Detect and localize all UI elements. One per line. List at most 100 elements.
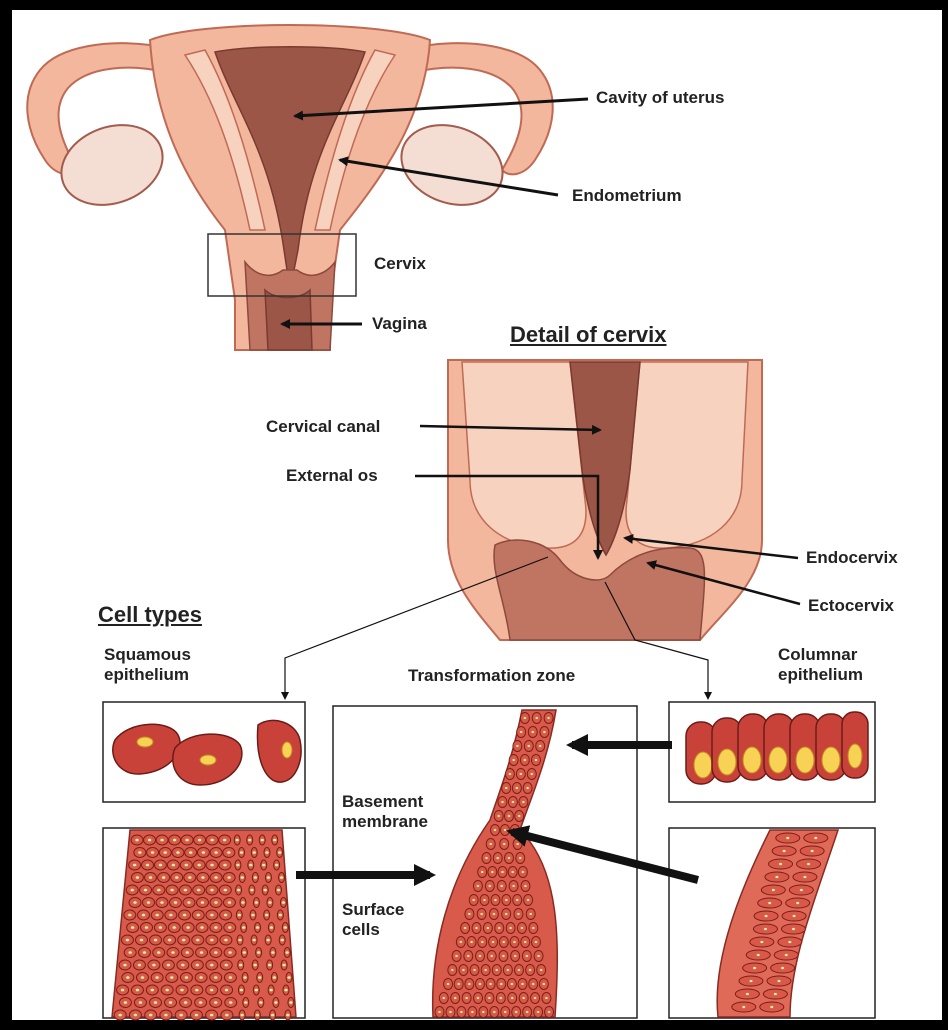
tissue-cell-nucleus [236, 863, 240, 866]
tissue-cell-nucleus [535, 717, 538, 720]
tissue-cell-nucleus [157, 951, 161, 954]
tissue-cell-nucleus [494, 899, 497, 902]
tissue-cell-nucleus [200, 901, 204, 904]
tissue-cell-nucleus [240, 851, 244, 854]
label-external-os: External os [286, 466, 378, 486]
tissue-cell-nucleus [495, 969, 498, 972]
tissue-cell-nucleus [210, 838, 214, 841]
tissue-cell-nucleus [256, 926, 260, 929]
tissue-cell-nucleus [172, 926, 176, 929]
tissue-cell-nucleus [184, 976, 188, 979]
tissue-cell-nucleus [756, 954, 760, 957]
tissue-cell-nucleus [283, 926, 287, 929]
tissue-cell-nucleus [764, 928, 768, 931]
tissue-cell-nucleus [491, 941, 494, 944]
tissue-cell-nucleus [254, 988, 258, 991]
tissue-cell-nucleus [520, 731, 523, 734]
tissue-cell-nucleus [505, 787, 508, 790]
tissue-cell-nucleus [814, 837, 818, 840]
tissue-cell-nucleus [269, 988, 273, 991]
tissue-cell-nucleus [223, 888, 227, 891]
tissue-cell-nucleus [528, 969, 531, 972]
tissue-cell-nucleus [259, 1001, 263, 1004]
tissue-cell-nucleus [210, 1013, 214, 1016]
tissue-cell-nucleus [527, 899, 530, 902]
tissue-cell-nucleus [244, 1001, 248, 1004]
tissue-cell-nucleus [470, 941, 473, 944]
tissue-cell-nucleus [155, 913, 159, 916]
tissue-cell-nucleus [173, 901, 177, 904]
tissue-cell-nucleus [123, 1001, 127, 1004]
tissue-cell-nucleus [285, 951, 289, 954]
tissue-cell-nucleus [239, 963, 243, 966]
tissue-cell-nucleus [210, 988, 214, 991]
tissue-cell-nucleus [500, 885, 503, 888]
tissue-cell-nucleus [478, 955, 481, 958]
tissue-cell-nucleus [194, 1013, 198, 1016]
tissue-cell-nucleus [225, 988, 229, 991]
tissue-cell-nucleus [807, 863, 811, 866]
tissue-cell-nucleus [514, 955, 517, 958]
tissue-cell-nucleus [210, 913, 214, 916]
tissue-cell-nucleus [201, 851, 205, 854]
label-cervical-canal: Cervical canal [266, 417, 380, 437]
tissue-cell-nucleus [753, 967, 757, 970]
tissue-cell-nucleus [186, 926, 190, 929]
tissue-cell-nucleus [512, 759, 515, 762]
tissue-cell-nucleus [258, 976, 262, 979]
tissue-cell-nucleus [210, 863, 214, 866]
tissue-cell-nucleus [484, 969, 487, 972]
tissue-cell-nucleus [481, 871, 484, 874]
tissue-cell-nucleus [125, 938, 129, 941]
tissue-cell-nucleus [227, 901, 231, 904]
tissue-cell-nucleus [214, 876, 218, 879]
tissue-cell-nucleus [803, 876, 807, 879]
tissue-cell-nucleus [442, 997, 445, 1000]
label-endometrium: Endometrium [572, 186, 682, 206]
tissue-cell-nucleus [545, 997, 548, 1000]
tissue-cell-nucleus [501, 871, 504, 874]
tissue-cell-nucleus [199, 1001, 203, 1004]
tissue-cell-nucleus [265, 851, 269, 854]
squamous-tissue [112, 830, 296, 1020]
tissue-cell-nucleus [252, 851, 256, 854]
tissue-cell-nucleus [800, 889, 804, 892]
tissue-cell-nucleus [240, 1013, 244, 1016]
tissue-cell-nucleus [151, 851, 155, 854]
tissue-cell-nucleus [282, 963, 286, 966]
tissue-cell-nucleus [168, 938, 172, 941]
tissue-cell-nucleus [526, 787, 529, 790]
tissue-cell-nucleus [169, 913, 173, 916]
tissue-cell-nucleus [520, 927, 523, 930]
tissue-cell-nucleus [240, 876, 244, 879]
cell-nucleus [822, 747, 840, 773]
tissue-cell-nucleus [257, 951, 261, 954]
tissue-cell-nucleus [135, 876, 139, 879]
tissue-cell-nucleus [253, 963, 257, 966]
tissue-cell-nucleus [749, 980, 753, 983]
tissue-cell-nucleus [160, 901, 164, 904]
tissue-cell-nucleus [150, 988, 154, 991]
tissue-cell-nucleus [475, 927, 478, 930]
tissue-cell-nucleus [438, 1011, 441, 1014]
tissue-cell-nucleus [746, 993, 750, 996]
tissue-cell-nucleus [512, 885, 515, 888]
tissue-cell-nucleus [527, 745, 530, 748]
tissue-cell-nucleus [278, 913, 282, 916]
tissue-cell-nucleus [481, 941, 484, 944]
tissue-cell-nucleus [228, 951, 232, 954]
tissue-cell-nucleus [235, 838, 239, 841]
tissue-cell-nucleus [534, 941, 537, 944]
tissue-cell-nucleus [266, 876, 270, 879]
tissue-cell-nucleus [229, 1001, 233, 1004]
tissue-cell-nucleus [138, 851, 142, 854]
tissue-cell-nucleus [195, 963, 199, 966]
cell-nucleus [743, 747, 761, 773]
tissue-cell-nucleus [281, 901, 285, 904]
tissue-cell-nucleus [276, 888, 280, 891]
tissue-cell-nucleus [784, 954, 788, 957]
tissue-cell-nucleus [210, 938, 214, 941]
tissue-cell-nucleus [810, 850, 814, 853]
tissue-cell-nucleus [224, 938, 228, 941]
tissue-cell-nucleus [171, 863, 175, 866]
